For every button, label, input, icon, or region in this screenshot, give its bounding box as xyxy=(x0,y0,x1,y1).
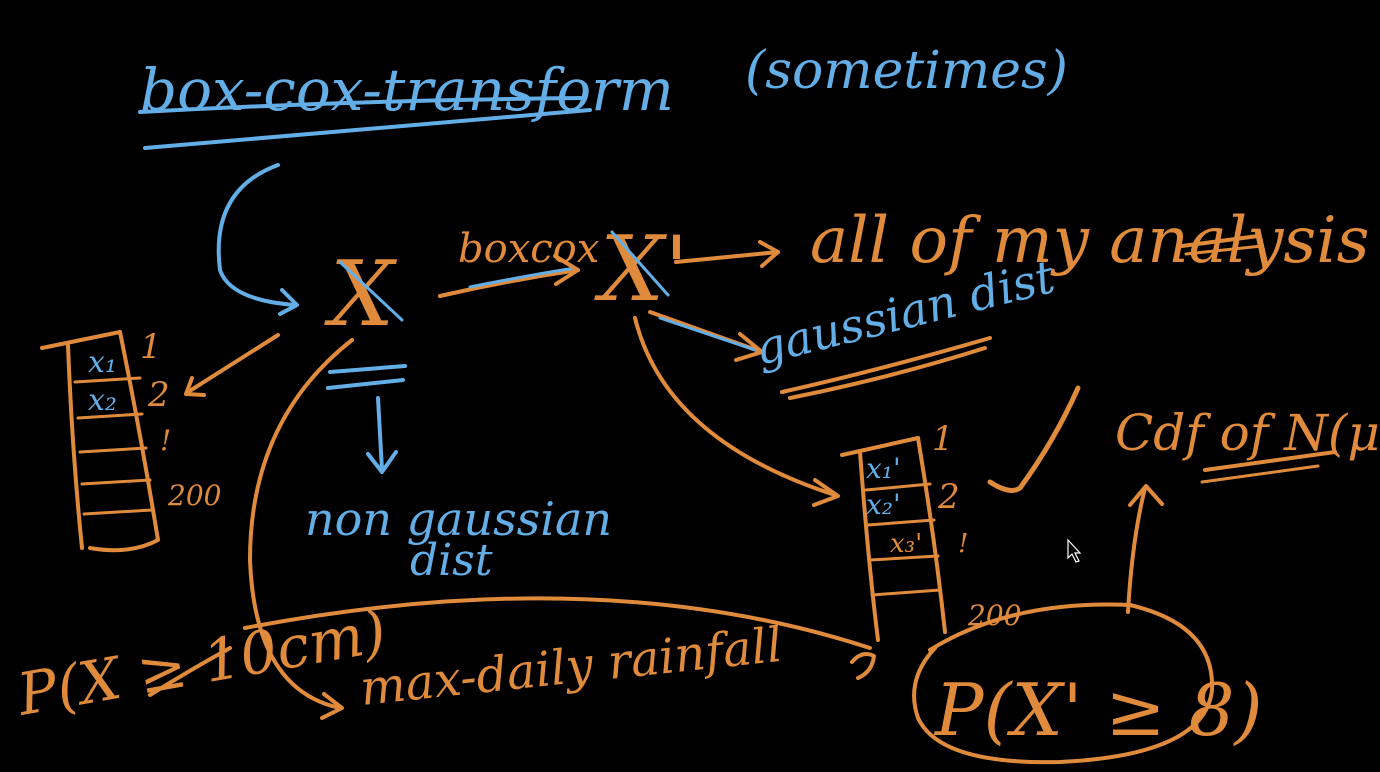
right-table-arrow xyxy=(633,316,837,497)
gaussian-arrow-head xyxy=(734,332,764,362)
rainfall-curve-head xyxy=(320,692,344,720)
right-table: x₁' x₂' x₃' 1 2 ! 200 xyxy=(840,419,1021,642)
analysis-underline xyxy=(1180,234,1260,248)
non-gaussian-arrow-shaft xyxy=(376,396,384,472)
right-table-cell-2: x₂' xyxy=(866,488,901,521)
cdf-arrow-head xyxy=(1128,484,1164,507)
left-table-cell-1: x₁ xyxy=(88,345,117,380)
right-table-index-1: 1 xyxy=(932,419,954,459)
rainfall-curve xyxy=(248,338,354,710)
curved-arrow-head xyxy=(278,288,299,316)
cdf-arrow-shaft xyxy=(1126,486,1147,614)
left-table-index-3: ! xyxy=(160,424,171,457)
x-prime-variable: X' xyxy=(594,217,689,322)
prob-left-underline xyxy=(148,646,232,697)
non-gaussian-arrow-head xyxy=(366,450,398,474)
cdf-underline-2 xyxy=(1200,464,1320,484)
right-table-arrow-head xyxy=(812,478,840,507)
x-double-underline-1 xyxy=(328,364,407,374)
mouse-pointer-icon xyxy=(1067,538,1082,563)
boxcox-arrow-shaft xyxy=(438,268,580,298)
left-table-index-2: 2 xyxy=(147,375,170,415)
left-table-arrow-head xyxy=(184,376,206,397)
gaussian-underline xyxy=(780,336,992,394)
gaussian-arrow-shaft-blue xyxy=(658,316,757,352)
x-double-underline-2 xyxy=(326,378,405,390)
x-stroke-blue xyxy=(338,260,404,322)
title-underline xyxy=(138,96,587,114)
analysis-arrow-shaft xyxy=(674,250,780,264)
prob-right-circle xyxy=(912,602,1215,765)
analysis-underline-2 xyxy=(1184,244,1264,256)
cdf-underline xyxy=(1203,450,1337,472)
left-table-cell-2: x₂ xyxy=(88,383,117,418)
title-underline-2 xyxy=(143,108,592,150)
analysis-text: all of my analysis xyxy=(810,204,1370,278)
boxcox-arrow-shaft-blue xyxy=(468,266,577,289)
x-variable: X xyxy=(324,242,398,347)
boxcox-label: boxcox xyxy=(458,226,599,272)
max-rainfall-text: max-daily rainfall xyxy=(357,617,784,717)
prob-link-arrow xyxy=(243,596,872,650)
curved-arrow xyxy=(216,163,297,307)
cdf-text: Cdf of N(μ,σ) xyxy=(1115,404,1380,462)
left-table-index-4: 200 xyxy=(167,479,221,512)
non-gaussian-text-line2: dist xyxy=(410,535,493,586)
x-prime-stroke-blue xyxy=(610,230,670,297)
left-table: x₁ x₂ 1 2 ! 200 xyxy=(40,327,221,553)
right-table-index-3: ! xyxy=(958,529,968,559)
boxcox-arrow-head xyxy=(553,254,580,286)
title-text: box-cox-transform xyxy=(140,56,674,124)
right-table-cell-3: x₃' xyxy=(890,529,922,559)
prob-link-arrow-head xyxy=(850,652,876,680)
sometimes-text: (sometimes) xyxy=(745,41,1068,101)
right-table-cell-1: x₁' xyxy=(866,452,901,485)
prob-right-text: P(X' ≥ 8) xyxy=(933,668,1263,752)
right-table-index-2: 2 xyxy=(937,477,960,517)
left-table-arrow xyxy=(186,333,280,394)
non-gaussian-text-line1: non gaussian xyxy=(305,492,612,546)
analysis-arrow-head xyxy=(758,240,780,268)
gaussian-underline-2 xyxy=(788,346,987,400)
left-table-index-1: 1 xyxy=(140,327,162,367)
check-mark-icon xyxy=(987,385,1081,493)
